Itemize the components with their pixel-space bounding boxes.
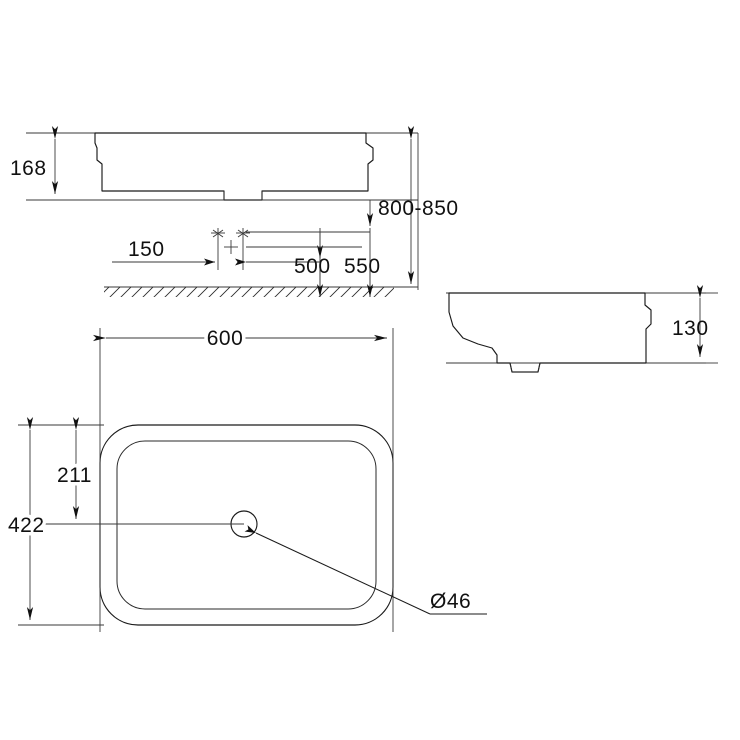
dimension-500: 500 bbox=[235, 228, 331, 297]
side-elevation-view: 130 bbox=[446, 285, 718, 373]
dimension-211-label: 211 bbox=[57, 464, 92, 487]
dimension-422: 422 bbox=[5, 417, 104, 626]
dimension-150: 150 bbox=[112, 238, 215, 266]
dimension-150-label: 150 bbox=[128, 238, 165, 261]
dimension-600-label: 600 bbox=[207, 327, 244, 350]
dimension-422-label: 422 bbox=[8, 514, 45, 537]
dimension-550-label: 550 bbox=[344, 255, 381, 278]
plan-inner-bowl bbox=[116, 440, 377, 610]
dimension-130: 130 bbox=[672, 285, 718, 364]
plan-view: 600 422 211 Ø46 bbox=[5, 324, 487, 632]
drain-diameter-label: Ø46 bbox=[430, 590, 471, 613]
basin-front-drain-step bbox=[223, 190, 263, 201]
basin-front-outline bbox=[94, 132, 374, 201]
dimension-168: 168 bbox=[10, 126, 59, 194]
floor-hatch-fill bbox=[104, 287, 394, 297]
dimension-600: 600 bbox=[93, 324, 394, 632]
dimension-211: 211 bbox=[54, 417, 244, 525]
dimension-168-label: 168 bbox=[10, 157, 47, 180]
dimension-800-850-label: 800-850 bbox=[378, 197, 459, 220]
basin-side-outline bbox=[448, 292, 652, 373]
tap-cross-right-d2 bbox=[237, 229, 249, 238]
front-elevation-view: 168 800-850 bbox=[10, 126, 459, 297]
dimension-550: 550 bbox=[246, 200, 381, 297]
dimension-800-850: 800-850 bbox=[378, 126, 459, 290]
plan-outer-rim bbox=[99, 424, 394, 626]
basin-side-drain-step bbox=[509, 362, 541, 373]
dimension-500-label: 500 bbox=[294, 255, 331, 278]
tap-cross-left-d2 bbox=[212, 229, 224, 238]
drain-diameter-leader bbox=[244, 525, 431, 615]
callout-drain-diameter: Ø46 bbox=[244, 525, 487, 615]
dimension-130-label: 130 bbox=[672, 317, 709, 340]
floor-hatching bbox=[104, 286, 418, 297]
tap-centerline-symbol bbox=[211, 228, 250, 270]
